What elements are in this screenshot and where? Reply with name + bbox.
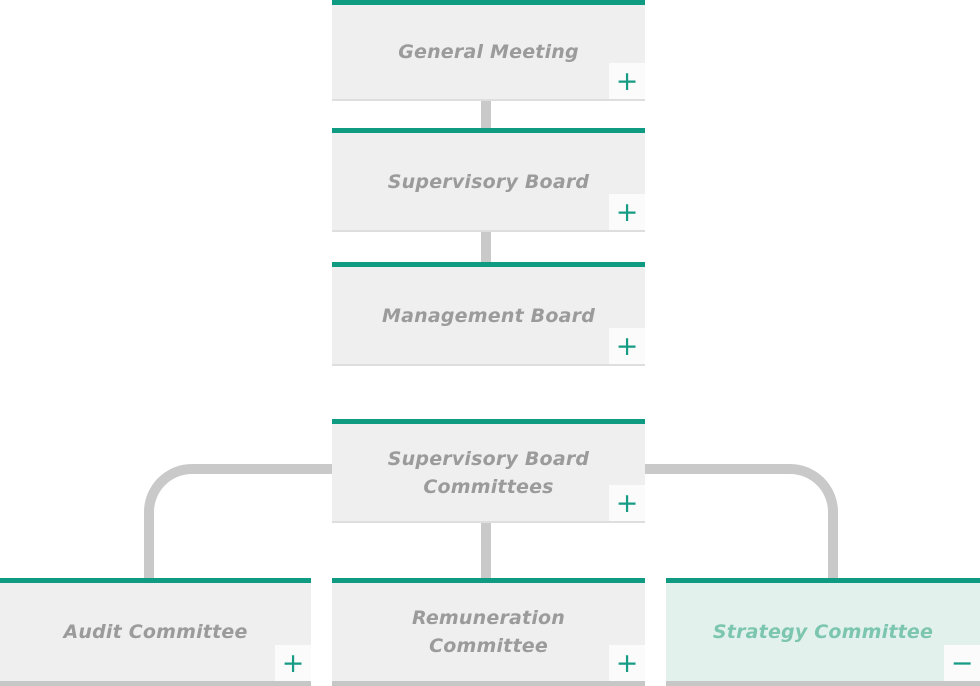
org-node-audit-committee[interactable]: Audit Committee + [0,578,311,686]
node-label: Supervisory Board Committees [387,447,590,498]
node-label: Management Board [382,304,595,327]
expand-plus-icon[interactable]: + [609,645,645,681]
connector-committees-audit [144,464,342,578]
org-node-supervisory-board-committees[interactable]: Supervisory Board Committees + [332,419,645,523]
org-node-supervisory-board[interactable]: Supervisory Board + [332,128,645,232]
expand-plus-icon[interactable]: + [609,328,645,364]
node-label: General Meeting [398,41,579,63]
expand-plus-icon[interactable]: + [609,194,645,230]
collapse-minus-icon[interactable]: − [944,645,980,681]
org-node-general-meeting[interactable]: General Meeting + [332,0,645,101]
node-label: Remuneration Committee [411,607,566,657]
org-node-strategy-committee[interactable]: Strategy Committee − [666,578,980,686]
connector-general-meeting-supervisory-board [481,101,491,128]
node-label: Audit Committee [63,621,248,643]
expand-plus-icon[interactable]: + [275,645,311,681]
org-node-management-board[interactable]: Management Board + [332,262,645,366]
expand-plus-icon[interactable]: + [609,63,645,99]
connector-supervisory-board-management-board [481,232,491,262]
expand-plus-icon[interactable]: + [609,485,645,521]
connector-committees-remuneration [481,523,491,578]
org-node-remuneration-committee[interactable]: Remuneration Committee + [332,578,645,686]
connector-committees-strategy [640,464,838,578]
node-label: Strategy Committee [712,621,934,643]
node-label: Supervisory Board [387,170,590,193]
